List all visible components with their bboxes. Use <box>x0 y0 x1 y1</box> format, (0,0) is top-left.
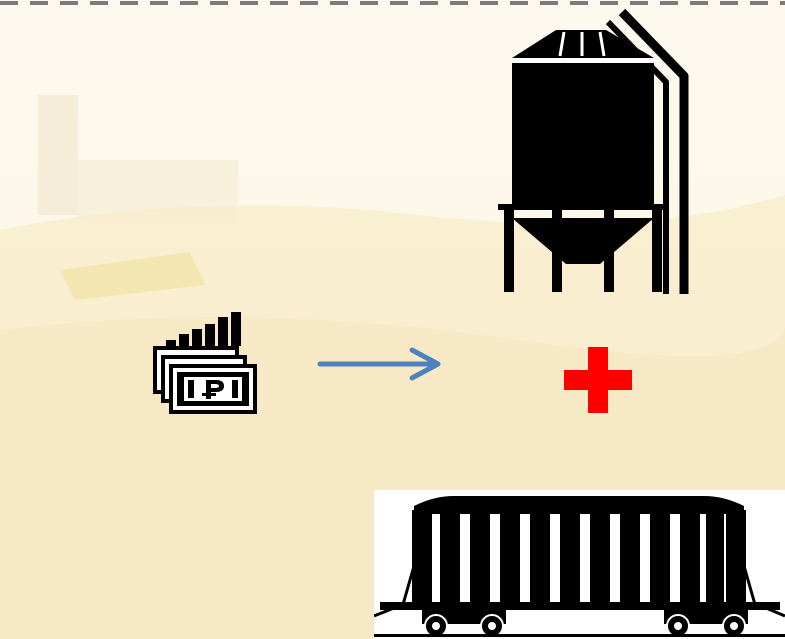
wagon-panel <box>374 490 785 639</box>
growth-bar <box>231 312 241 346</box>
hopper-railcar-icon <box>374 496 785 638</box>
growth-bar <box>192 329 202 346</box>
flow-arrow <box>317 347 441 381</box>
dashed-border <box>0 1 785 5</box>
growth-bar <box>205 324 215 346</box>
grain-silo-icon <box>498 8 689 294</box>
plus-icon <box>564 347 632 413</box>
growth-bar <box>218 317 228 346</box>
ruble-sign-icon <box>202 380 224 399</box>
faint-harvester <box>60 252 205 300</box>
faint-elevator-tower <box>38 95 78 215</box>
growth-bar <box>179 334 189 346</box>
growth-bar <box>166 340 176 346</box>
ruble-banknotes-icon <box>153 312 257 414</box>
